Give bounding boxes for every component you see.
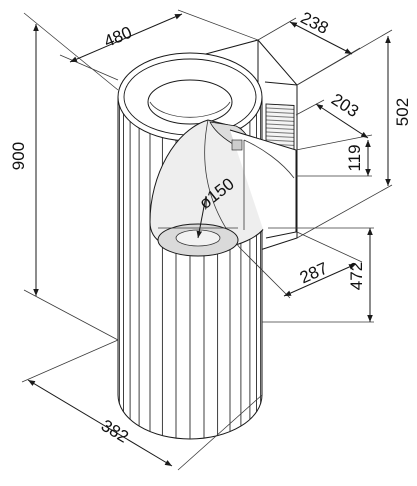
dim-472-label: 472: [347, 262, 366, 290]
dim-203-line: [315, 103, 369, 139]
dimension-lines: [27, 13, 391, 467]
dim-150-leader: [196, 195, 207, 239]
dim-287-label: 287: [297, 259, 331, 288]
dim-382-line: [27, 379, 173, 467]
dim-238-line: [289, 21, 353, 55]
extension-lines: [21, 9, 393, 471]
top-rim: [117, 52, 263, 142]
dim-119-label: 119: [345, 144, 364, 171]
dim-480-label: 480: [101, 23, 135, 52]
exhaust-duct: [229, 129, 297, 239]
dim-287-line: [283, 263, 357, 297]
dim-480-line: [69, 13, 183, 63]
dim-900-label: 900: [9, 142, 28, 170]
dim-502-label: 502: [393, 98, 412, 126]
dim-238-label: 238: [298, 8, 332, 38]
dim-203-label: 203: [328, 90, 362, 121]
dim-382-label: 382: [98, 416, 132, 447]
dimension-labels: 480 238 900 502 203 119 ø150 472 287 382: [9, 8, 412, 447]
top-opening: [147, 79, 233, 125]
